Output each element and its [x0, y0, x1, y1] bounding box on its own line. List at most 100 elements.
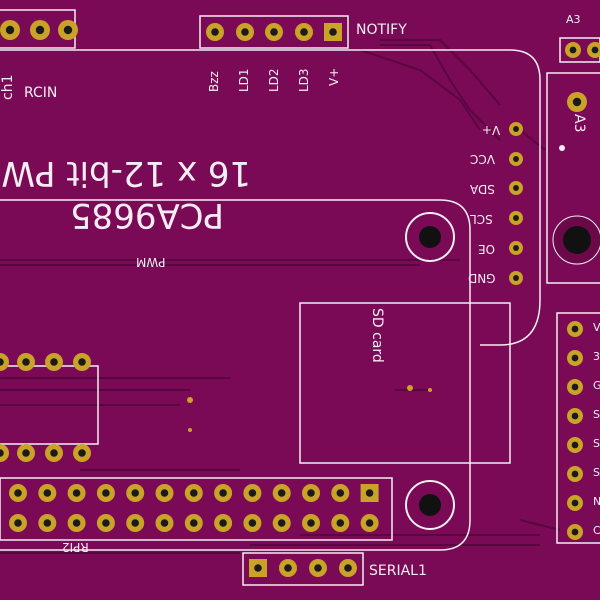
pad-hole: [43, 519, 52, 527]
pad: [0, 353, 9, 371]
pad-hole: [5, 25, 15, 35]
pad: [0, 444, 9, 462]
a3-side-label: A3: [571, 114, 587, 133]
pad-hole: [78, 449, 86, 457]
pad-hole: [131, 489, 139, 497]
pad-hole: [569, 46, 577, 54]
sd-card-outline: [299, 302, 511, 464]
pad-hole: [571, 412, 579, 420]
pad-hole: [248, 489, 257, 497]
pad-hole: [72, 519, 81, 527]
vias: [187, 385, 432, 432]
notify-pin-vplus: V+: [327, 67, 341, 86]
pad-hole: [50, 449, 58, 457]
notify-pin-ld1: LD1: [237, 68, 251, 92]
pad-hole: [72, 489, 81, 497]
pad-hole: [190, 489, 198, 497]
right-pin-label: 3: [593, 350, 600, 363]
pad-hole: [248, 519, 257, 527]
pad-hole: [300, 28, 308, 36]
pwm-small-label: PWM: [136, 255, 166, 269]
mount-hole: [563, 226, 591, 254]
pad-hole: [277, 489, 286, 497]
pad-hole: [307, 519, 315, 527]
pad-hole: [571, 470, 579, 478]
pwm-pin-vcc: VCC: [470, 152, 495, 166]
pad-hole: [102, 489, 110, 497]
pwm-pin-vplus: V+: [482, 123, 501, 137]
pad-hole: [513, 275, 519, 281]
right-pin-label: V: [593, 321, 600, 334]
mount-hole: [419, 226, 441, 248]
pad-hole: [190, 519, 198, 527]
pad-hole: [160, 519, 169, 527]
pad-hole: [329, 28, 337, 36]
pad-hole: [513, 215, 519, 221]
mount-hole-ring: [405, 480, 455, 530]
pin1-dot: [559, 145, 565, 151]
serial-header-outline: [242, 552, 364, 586]
pad-hole: [571, 441, 579, 449]
pad-hole: [307, 489, 315, 497]
pad-hole: [14, 489, 22, 497]
pad-hole: [0, 449, 4, 457]
pad-hole: [344, 564, 352, 572]
right-pin-label: S: [593, 408, 600, 421]
pad-hole: [513, 156, 519, 162]
pwm-chip-label: PCA9685: [70, 195, 225, 235]
pad-hole: [219, 519, 227, 527]
rpi-label: RPI2: [62, 540, 89, 554]
pad-hole: [22, 449, 30, 457]
a3-module-outline: [546, 72, 600, 284]
traces: [0, 39, 561, 554]
pad-hole: [513, 185, 519, 191]
pad-hole: [254, 564, 262, 572]
pad-hole: [63, 25, 73, 35]
mounting-holes: [405, 145, 600, 530]
pad-hole: [35, 25, 45, 35]
pad-hole: [22, 358, 30, 366]
a3-top-header-outline: [559, 37, 600, 63]
pads: [0, 20, 600, 577]
pad-hole: [572, 97, 582, 107]
pad-hole: [591, 46, 599, 54]
pad-hole: [43, 489, 52, 497]
pad-hole: [571, 499, 579, 507]
right-pin-label: S: [593, 437, 600, 450]
pad-hole: [78, 358, 86, 366]
right-pin-label: S: [593, 466, 600, 479]
pad-hole: [314, 564, 322, 572]
right-pin-label: C: [593, 524, 600, 537]
pad-hole: [571, 354, 579, 362]
rcin-label: RCIN: [24, 85, 58, 101]
notify-pin-bzz: Bzz: [207, 71, 221, 92]
notify-pin-ld3: LD3: [297, 68, 311, 92]
notify-pin-ld2: LD2: [267, 68, 281, 92]
pad-hole: [571, 383, 579, 391]
rpi-outline: [0, 199, 471, 551]
right-pin-label: G: [593, 379, 600, 392]
pad-hole: [284, 564, 292, 572]
pad-hole: [160, 489, 169, 497]
pwm-title: 16 x 12-bit PWM: [0, 153, 252, 193]
pad-hole: [277, 519, 286, 527]
pwm-pin-scl: SCL: [470, 212, 493, 226]
pad-hole: [571, 528, 579, 536]
pad-hole: [102, 519, 110, 527]
pad-hole: [131, 519, 139, 527]
pad-hole: [571, 325, 579, 333]
pad-hole: [336, 489, 345, 497]
pwm-pin-gnd: GND: [468, 271, 496, 285]
notify-label: NOTIFY: [356, 22, 407, 38]
pwm-pin-oe: OE: [478, 242, 496, 256]
silkscreen: [0, 9, 600, 586]
pad-hole: [513, 126, 519, 132]
pad-hole: [513, 245, 519, 251]
sd-card-label: SD card: [369, 308, 385, 363]
pad-hole: [50, 358, 58, 366]
notify-header-outline: [199, 15, 349, 49]
right-pin-label: N: [593, 495, 600, 508]
pad-hole: [270, 28, 278, 36]
